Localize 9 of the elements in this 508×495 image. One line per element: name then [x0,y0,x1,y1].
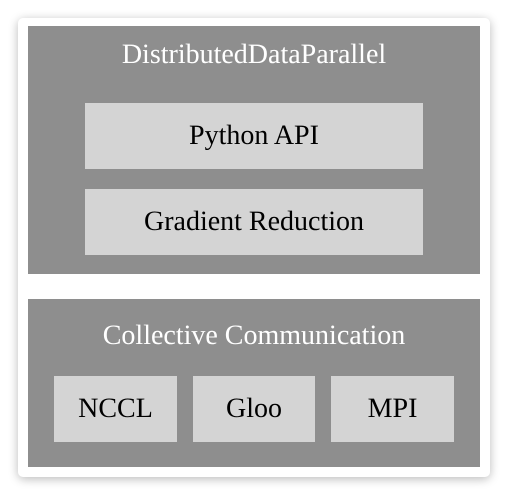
layer-title: DistributedDataParallel [120,38,388,72]
module-box: MPI [331,376,454,442]
module-box: Python API [85,103,423,169]
layer-panel [28,299,480,467]
layer-title: Collective Communication [102,319,406,353]
module-box: NCCL [54,376,177,442]
module-box: Gloo [193,376,315,442]
layer-panel [28,26,480,274]
module-box: Gradient Reduction [85,189,423,255]
